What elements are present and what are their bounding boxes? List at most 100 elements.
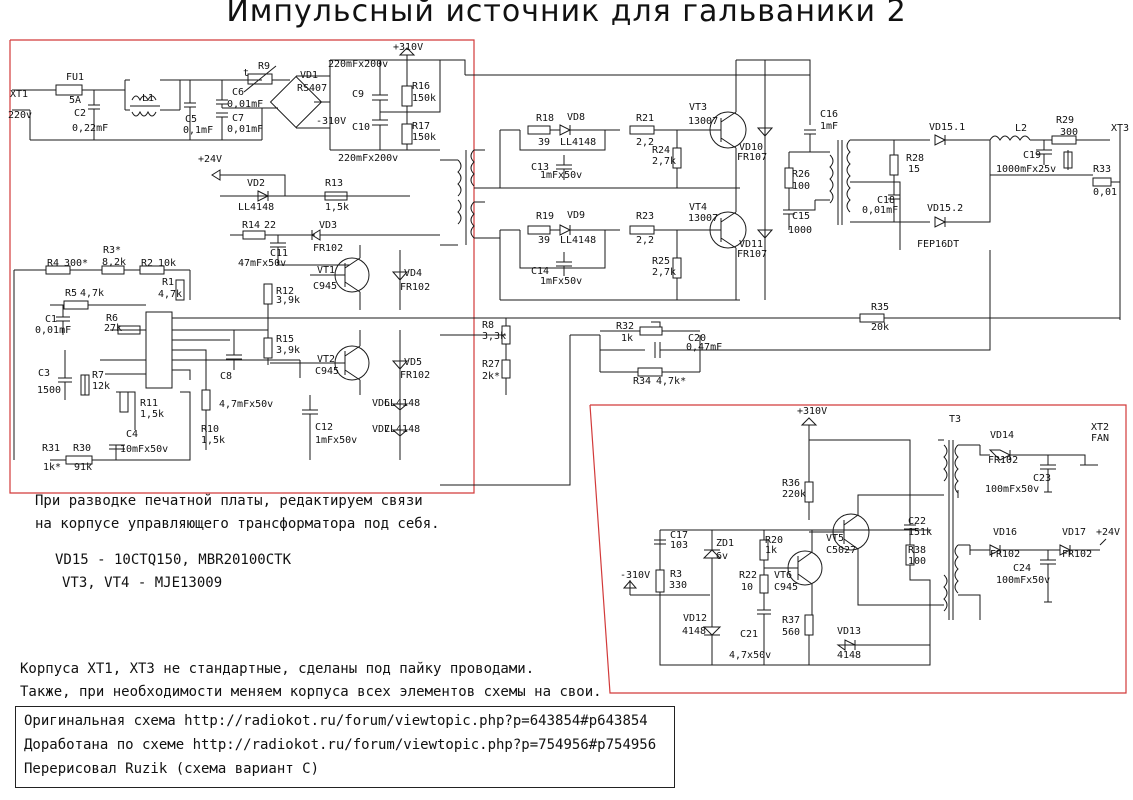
resistor-r14 [242,230,266,240]
label-c8v: 4,7mFx50v [219,399,273,410]
label-r3b: R3 [670,569,682,580]
label-c11v: 47mFx50v [238,258,286,269]
label-plus310: +310V [393,42,423,53]
label-r38v: 100 [908,556,926,567]
label-c4v: 10mFx50v [120,444,168,455]
resistor-r10 [201,389,211,411]
label-vt1v: C945 [313,281,337,292]
label-r3: R3* [103,245,121,256]
label-c17: C17 [670,530,688,541]
label-r29: R29 [1056,115,1074,126]
label-r6v: 27k [104,323,122,334]
label-r6: R6 [106,313,118,324]
label-vd1: VD1 [300,70,318,81]
label-r16: R16 [412,81,430,92]
label-c6: C6 [232,87,244,98]
label-zd1v: 6v [716,551,728,562]
label-minus310: -310V [316,116,346,127]
label-fep: FEP16DT [917,239,959,250]
label-vd4: VD4 [404,268,422,279]
label-c12: C12 [315,422,333,433]
resistor-r25 [672,257,682,279]
resistor-r2 [139,265,165,275]
label-vt5v: C5027 [826,545,856,556]
label-r36v: 220k [782,489,806,500]
label-r24v: 2,7k [652,156,676,167]
label-c15: C15 [792,211,810,222]
label-c7v: 0,01mF [227,124,263,135]
label-c12v: 1mFx50v [315,435,357,446]
source-author: Перерисовал Ruzik (схема вариант С) [24,761,320,777]
resistor-r3 [101,265,125,275]
label-m310b: -310V [620,570,650,581]
label-vd151: VD15.1 [929,122,965,133]
label-c24v: 100mFx50v [996,575,1050,586]
label-rs407: RS407 [297,83,327,94]
label-r11: R11 [140,398,158,409]
pcb-note-line2: на корпусе управляющего трансформатора п… [35,516,440,532]
resistor-r7 [80,374,90,396]
label-r1: R1 [162,277,174,288]
label-c13: C13 [531,162,549,173]
label-r38: R38 [908,545,926,556]
label-c8: C8 [220,371,232,382]
resistor-r28 [889,154,899,176]
resistor-r35 [859,313,885,323]
resistor-r12 [263,283,273,305]
vd15-note: VD15 - 10CTQ150, MBR20100CTK [55,552,292,568]
label-r25: R25 [652,256,670,267]
label-r33: R33 [1093,164,1111,175]
resistor-r23 [629,225,655,235]
label-r19v: 39 [538,235,550,246]
transistor-vt3 [709,111,747,149]
label-c20v: 0,47mF [686,342,722,353]
label-r23v: 2,2 [636,235,654,246]
auxiliary-supply-frame [589,404,1127,694]
resistor-r11 [119,391,129,413]
label-r14: R14 [242,220,260,231]
label-r7v: 12k [92,381,110,392]
label-c20: C20 [688,333,706,344]
label-c4: C4 [126,429,138,440]
label-r28v: 15 [908,164,920,175]
resistor-r21 [629,125,655,135]
label-r7: R7 [92,370,104,381]
half-bridge-section [440,59,1121,320]
label-r1v: 4,7k [158,289,182,300]
resistor-r1 [175,279,185,301]
label-r2: R2 [141,258,153,269]
label-c22: C22 [908,516,926,527]
label-c7: C7 [232,113,244,124]
label-c16: C16 [820,109,838,120]
label-r35: R35 [871,302,889,313]
label-vd9v: LL4148 [560,235,596,246]
label-r12: R12 [276,286,294,297]
label-p310b: +310V [797,406,827,417]
label-vd10v: FR107 [737,152,767,163]
resistor-r36 [804,481,814,503]
resistor-r19 [527,225,551,235]
label-vt4v: 13007 [688,213,718,224]
label-c19: C19 [1023,150,1041,161]
resistor-r6 [117,325,141,335]
label-c5v: 0,1mF [183,125,213,136]
auxiliary-supply [622,417,1107,666]
label-r4v: 300* [64,258,88,269]
label-r15v: 3,9k [276,345,300,356]
label-r3bv: 330 [669,580,687,591]
label-v220: 220v [8,110,32,121]
control-section [13,169,440,465]
feedback-network [440,250,1120,486]
source-revised: Доработана по схеме http://radiokot.ru/f… [24,737,657,753]
resistor-r33a [1063,151,1073,169]
label-c23: C23 [1033,473,1051,484]
label-r23: R23 [636,211,654,222]
label-c19v: 1000mFx25v [996,164,1056,175]
label-vt6: VT6 [774,570,792,581]
label-c14v: 1mFx50v [540,276,582,287]
label-c17v: 103 [670,540,688,551]
label-r10v: 1,5k [201,435,225,446]
resistor-r33 [1092,177,1112,187]
label-c5: C5 [185,114,197,125]
resistor-r17 [401,123,413,145]
